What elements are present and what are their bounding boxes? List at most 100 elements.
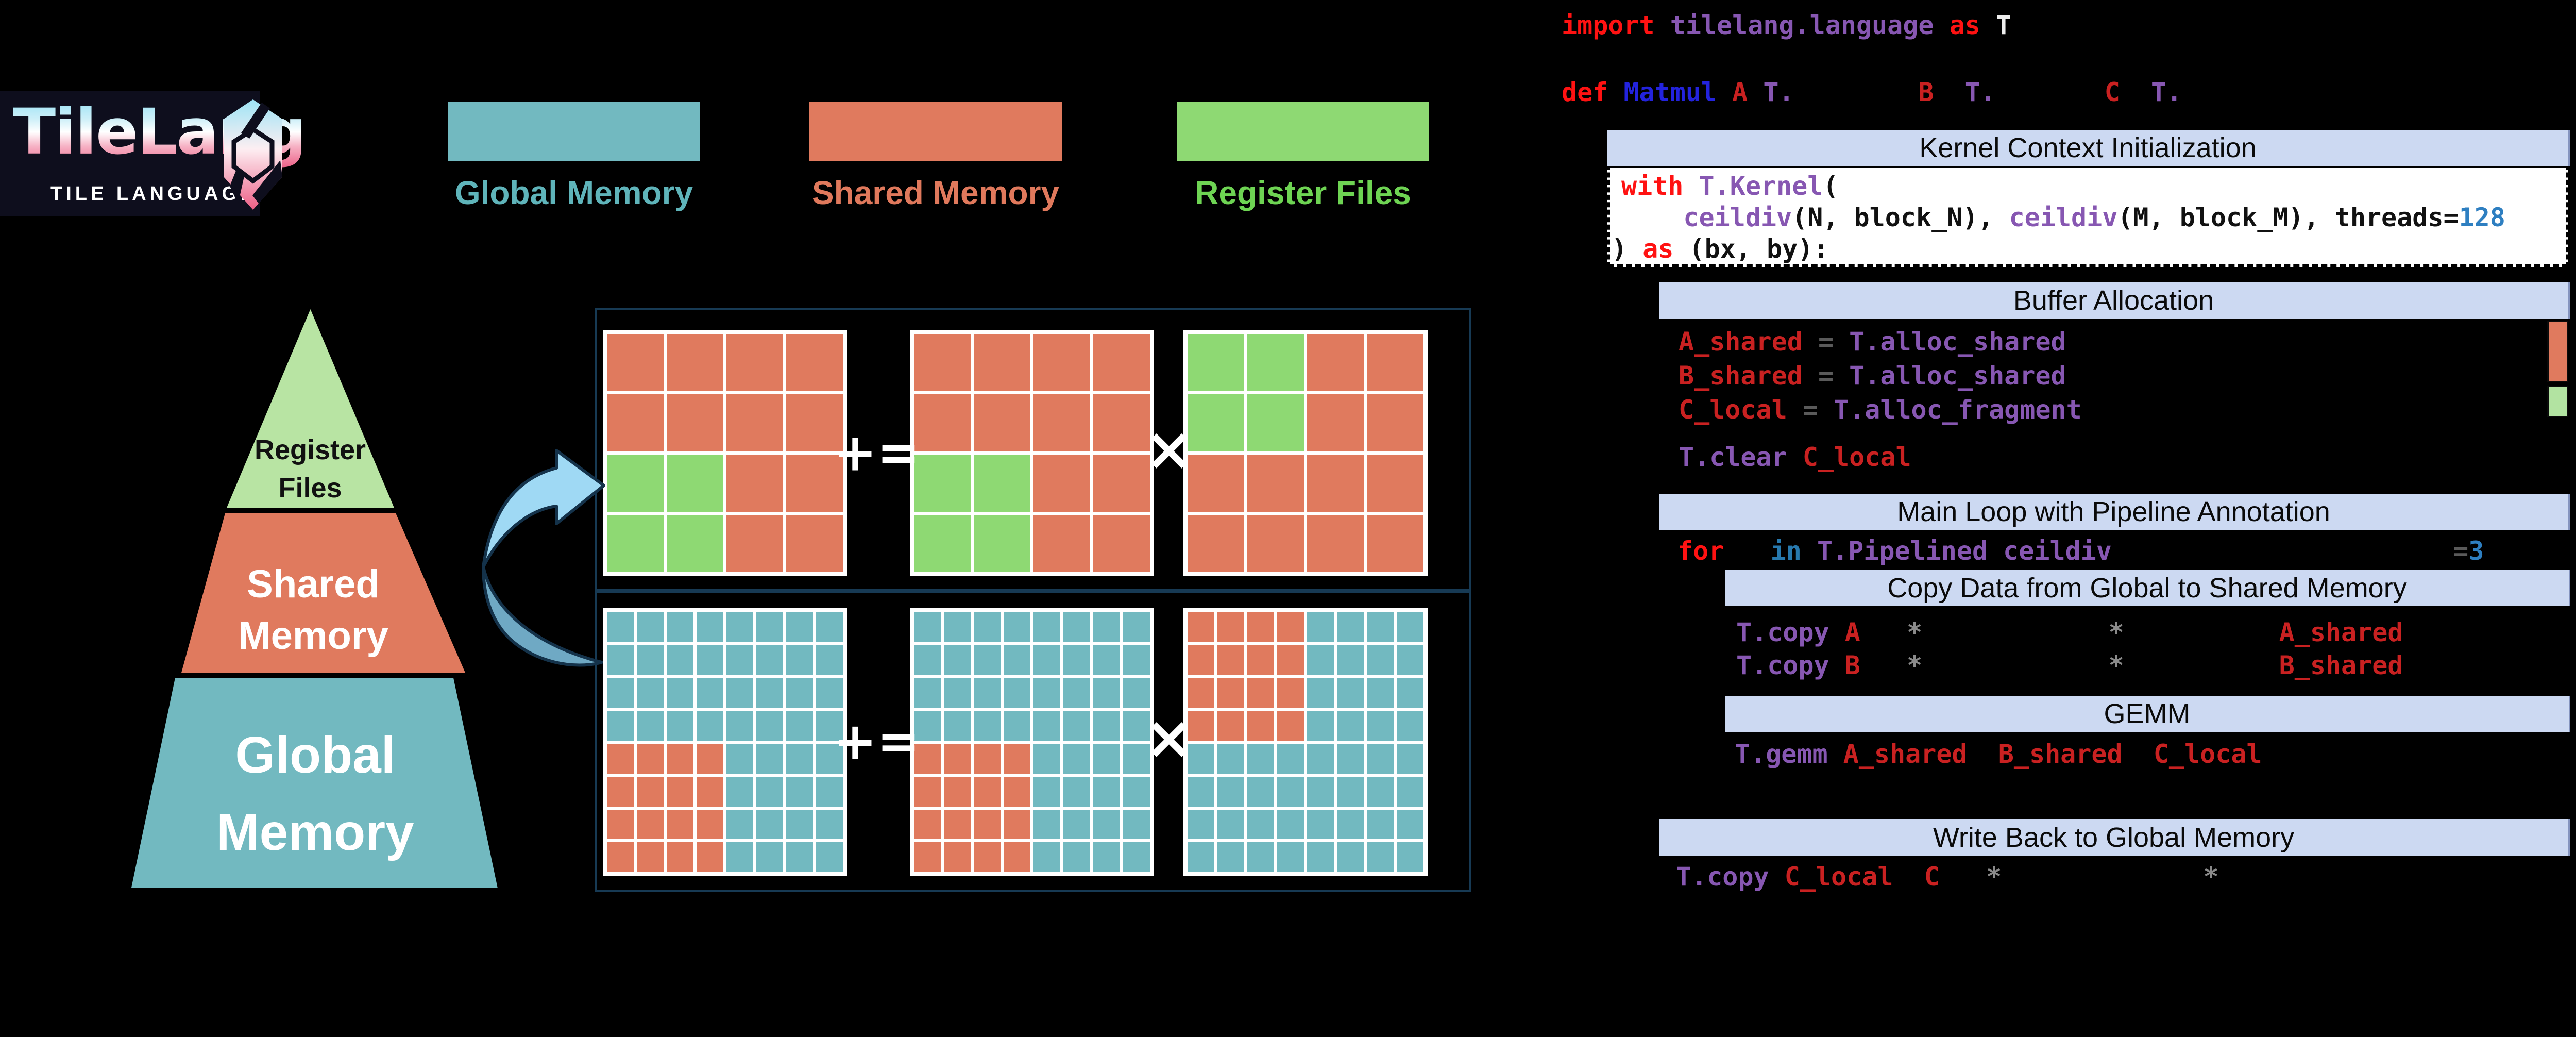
tile-cell <box>1093 334 1150 391</box>
pyramid-label-global-memory: Memory <box>216 804 414 861</box>
tile-cell <box>1367 334 1423 391</box>
tile-cell <box>914 711 941 741</box>
tile-cell <box>1397 645 1423 675</box>
section-banner-buffer: Buffer Allocation <box>1659 282 2570 319</box>
tile-cell <box>726 515 783 572</box>
code-line-b-shared: B_shared = T.alloc_shared <box>1679 361 2066 391</box>
tile-cell <box>1188 776 1214 807</box>
tile-cell <box>1063 645 1090 675</box>
tile-cell <box>1217 645 1244 675</box>
legend-label: Global Memory <box>454 174 693 211</box>
tile-cell <box>1277 645 1304 675</box>
tile-cell <box>786 809 813 840</box>
tile-cell <box>1277 842 1304 872</box>
tile-cell <box>1247 776 1274 807</box>
tile-cell <box>1188 334 1244 391</box>
tile-cell <box>974 678 1001 708</box>
tile-cell <box>1004 776 1030 807</box>
tile-cell <box>1033 809 1060 840</box>
tile-cell <box>756 645 783 675</box>
code-line-t-clear: T.clear C_local <box>1679 442 1911 472</box>
tile-cell <box>667 645 693 675</box>
pyramid-label-shared-memory: Memory <box>238 614 388 658</box>
tile-cell <box>1247 678 1274 708</box>
pyramid-label-files: Files <box>278 473 342 504</box>
tile-cell <box>1247 842 1274 872</box>
tile-cell <box>637 776 664 807</box>
tile-cell <box>1093 455 1150 512</box>
section-banner-gemm: GEMM <box>1725 696 2570 732</box>
tile-cell <box>697 809 723 840</box>
code-line-copy-a: T.copy A * * A_shared <box>1736 617 2403 647</box>
tile-cell <box>1397 678 1423 708</box>
tile-cell <box>1063 678 1090 708</box>
tile-cell <box>1004 744 1030 774</box>
tile-cell <box>726 455 783 512</box>
tile-cell <box>1004 809 1030 840</box>
code-line-def-line: def Matmul A T. B T. C T. <box>1562 77 2182 107</box>
shared-memory-swatch <box>809 102 1062 161</box>
tile-cell <box>1123 776 1150 807</box>
tile-cell <box>1307 645 1334 675</box>
tile-cell <box>1033 334 1090 391</box>
times-operator: × <box>1144 415 1194 484</box>
section-banner-main-loop: Main Loop with Pipeline Annotation <box>1659 494 2570 530</box>
tile-cell <box>1217 776 1244 807</box>
tile-cell <box>637 744 664 774</box>
tile-cell <box>637 612 664 642</box>
tile-cell <box>974 612 1001 642</box>
tile-cell <box>667 455 723 512</box>
tile-cell <box>607 842 634 872</box>
tile-cell <box>944 678 971 708</box>
tile-cell <box>1367 645 1394 675</box>
tile-cell <box>1367 842 1394 872</box>
tile-cell <box>944 711 971 741</box>
tile-cell <box>914 842 941 872</box>
tile-cell <box>786 678 813 708</box>
tile-cell <box>726 744 753 774</box>
tile-cell <box>607 744 634 774</box>
tile-cell <box>667 334 723 391</box>
tile-cell <box>726 678 753 708</box>
tile-cell <box>756 776 783 807</box>
tile-cell <box>1123 744 1150 774</box>
tile-cell <box>1033 455 1090 512</box>
tile-cell <box>697 776 723 807</box>
tile-cell <box>1188 744 1214 774</box>
pyramid-label-shared: Shared <box>247 562 380 606</box>
tile-cell <box>1063 711 1090 741</box>
register-files-swatch <box>1177 102 1429 161</box>
shared-memory-indicator-bar <box>2547 321 2568 382</box>
tile-cell <box>1247 394 1304 451</box>
tile-cell <box>697 645 723 675</box>
tile-cell <box>1188 645 1214 675</box>
tile-cell <box>1337 711 1364 741</box>
logo-subtitle: TILE LANGUAGE <box>50 183 258 205</box>
tile-cell <box>1397 809 1423 840</box>
tile-cell <box>1188 394 1244 451</box>
tile-cell <box>1217 678 1244 708</box>
tile-cell <box>667 776 693 807</box>
tile-cell <box>1217 744 1244 774</box>
tile-cell <box>1093 645 1120 675</box>
tile-cell <box>1367 744 1394 774</box>
tile-cell <box>607 515 664 572</box>
tile-cell <box>1004 645 1030 675</box>
tile-cell <box>1277 678 1304 708</box>
tile-cell <box>1217 809 1244 840</box>
tile-cell <box>816 744 843 774</box>
tile-cell <box>786 612 813 642</box>
tile-cell <box>914 334 971 391</box>
tile-cell <box>1277 711 1304 741</box>
tile-cell <box>816 678 843 708</box>
tile-cell <box>914 809 941 840</box>
tile-cell <box>667 678 693 708</box>
tile-cell <box>1397 776 1423 807</box>
tile-cell <box>1277 612 1304 642</box>
plus-equals-operator: += <box>834 422 920 483</box>
tile-cell <box>1093 842 1120 872</box>
tile-cell <box>974 515 1030 572</box>
section-banner-copy: Copy Data from Global to Shared Memory <box>1725 570 2570 606</box>
matrix-c-register-view <box>603 330 847 576</box>
